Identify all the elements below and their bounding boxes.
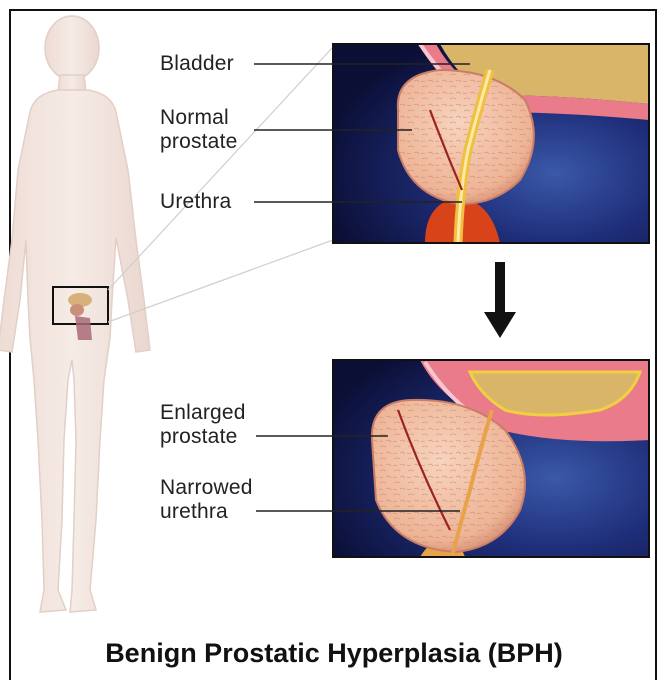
normal-prostate-panel — [333, 44, 649, 243]
diagram-title: Benign Prostatic Hyperplasia (BPH) — [0, 638, 668, 669]
label-bladder: Bladder — [160, 52, 234, 76]
label-enlarged-prostate-line1: Enlarged — [160, 401, 246, 425]
label-normal-prostate-line1: Normal — [160, 106, 229, 130]
label-narrowed-urethra-line2: urethra — [160, 500, 228, 524]
label-narrowed-urethra-line1: Narrowed — [160, 476, 253, 500]
enlarged-prostate-panel — [333, 360, 649, 557]
down-arrow-icon — [484, 262, 516, 338]
label-normal-prostate-line2: prostate — [160, 130, 237, 154]
label-enlarged-prostate-line2: prostate — [160, 425, 237, 449]
label-urethra: Urethra — [160, 190, 231, 214]
